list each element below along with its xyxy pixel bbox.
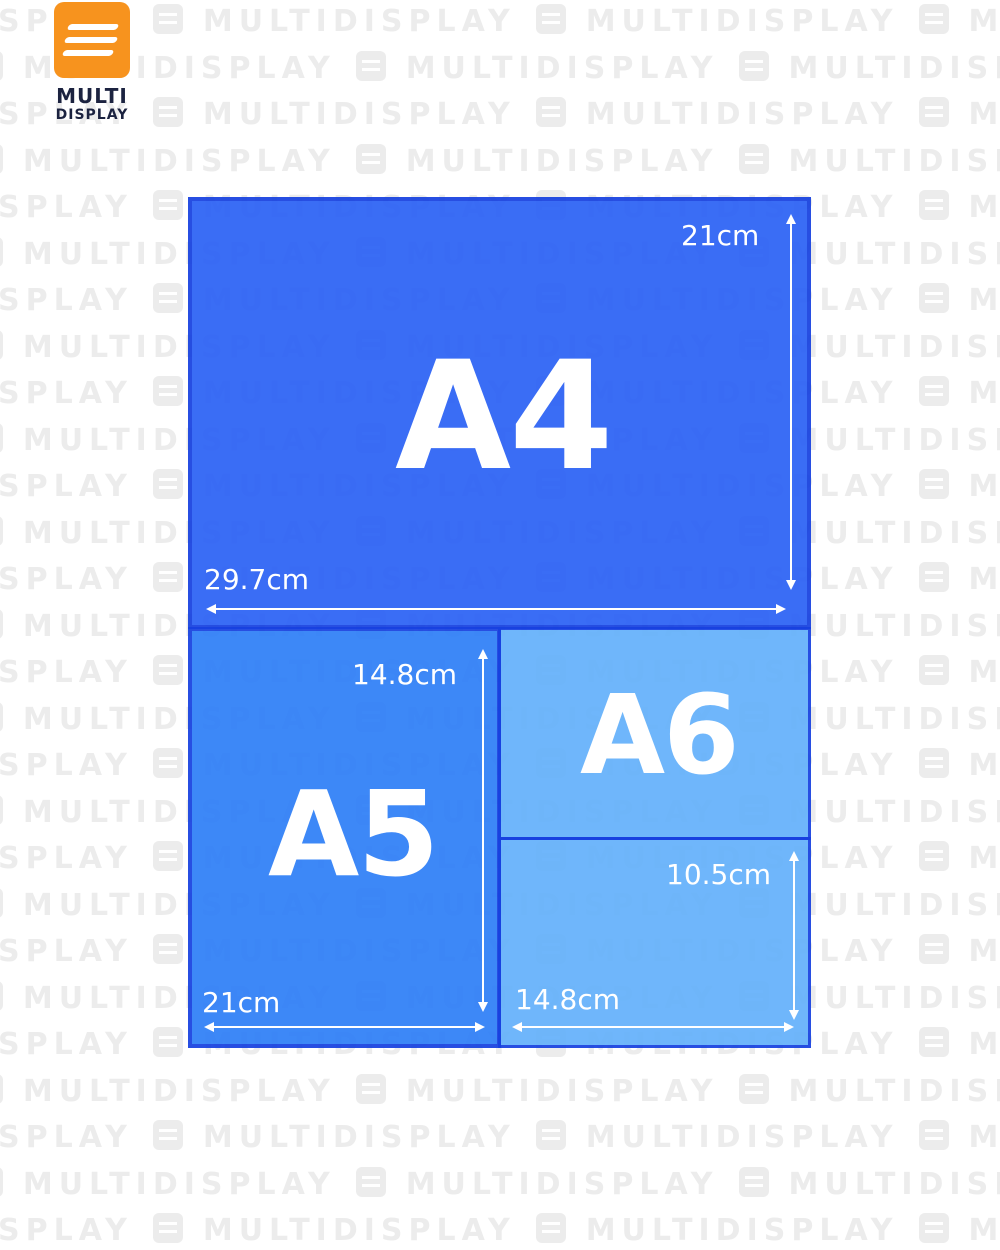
logo-text-display: DISPLAY [55,107,129,123]
watermark-row: MULTIDISPLAYMULTIDISPLAYMULTIDISPLAYMULT… [0,143,1000,177]
watermark-row: MULTIDISPLAYMULTIDISPLAYMULTIDISPLAYMULT… [0,97,1000,132]
watermark-row: MULTIDISPLAYMULTIDISPLAYMULTIDISPLAYMULT… [0,1073,1000,1107]
a6-label: A6 [580,671,740,799]
watermark-row: MULTIDISPLAYMULTIDISPLAYMULTIDISPLAYMULT… [0,1213,1000,1248]
a4-width-label: 29.7cm [204,563,310,596]
sheet-a5 [188,627,501,1048]
a7-width-label: 14.8cm [515,983,621,1016]
a4-height-label: 21cm [681,219,760,252]
a4-label: A4 [395,330,613,504]
a5-height-label: 14.8cm [352,658,458,691]
logo-text-multi: MULTI [56,84,128,108]
sheet-a7 [498,837,811,1048]
logo-mark-icon [54,2,130,78]
sheet-a6 [498,627,811,840]
watermark-row: MULTIDISPLAYMULTIDISPLAYMULTIDISPLAYMULT… [0,1120,1000,1155]
a7-height-label: 10.5cm [666,858,772,891]
watermark-row: MULTIDISPLAYMULTIDISPLAYMULTIDISPLAYMULT… [0,50,1000,84]
watermark-row: MULTIDISPLAYMULTIDISPLAYMULTIDISPLAYMULT… [0,1166,1000,1200]
watermark-row: MULTIDISPLAYMULTIDISPLAYMULTIDISPLAYMULT… [0,4,1000,37]
sheet-a4 [188,197,811,629]
multidisplay-logo: MULTI DISPLAY [52,2,132,123]
a5-label: A5 [268,765,439,903]
a5-width-label: 21cm [202,986,281,1019]
